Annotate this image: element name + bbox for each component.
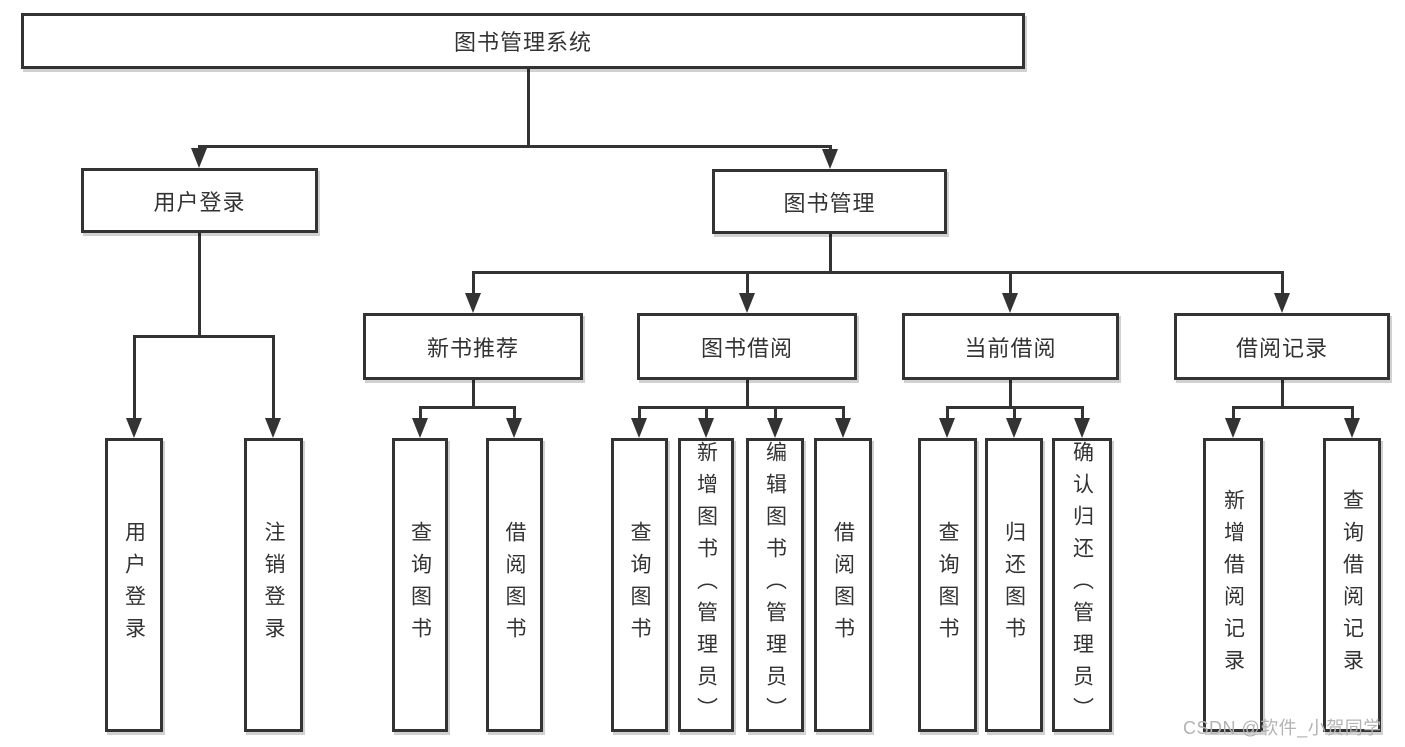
connector-line xyxy=(705,407,708,420)
node-label: 编辑图书（管理员） xyxy=(763,441,787,729)
connector-arrow-icon xyxy=(698,418,714,438)
connector-line xyxy=(272,336,275,420)
node-label: 图书管理 xyxy=(783,190,876,216)
connector-line xyxy=(1281,380,1284,407)
node-leaf-query-borrow-record: 查询借阅记录 xyxy=(1323,438,1381,732)
node-label: 注销登录 xyxy=(262,521,285,649)
connector-line xyxy=(1009,272,1012,295)
node-leaf-confirm-return-admin: 确认归还（管理员） xyxy=(1052,438,1112,732)
connector-line xyxy=(527,69,530,146)
connector-line xyxy=(1351,407,1354,420)
node-label: 新增图书（管理员） xyxy=(694,441,718,729)
node-leaf-user-login: 用户登录 xyxy=(105,438,163,732)
node-label: 用户登录 xyxy=(153,189,246,215)
connector-line xyxy=(829,146,832,151)
connector-line xyxy=(133,335,275,338)
connector-line xyxy=(472,272,475,295)
node-label: 查询图书 xyxy=(628,521,651,649)
node-leaf-query-books-borrow: 查询图书 xyxy=(611,438,668,732)
connector-line xyxy=(198,233,201,336)
node-label: 查询图书 xyxy=(408,521,432,649)
connector-line xyxy=(638,406,845,409)
node-user-login-module: 用户登录 xyxy=(81,168,318,233)
connector-line xyxy=(1232,407,1235,420)
connector-line xyxy=(419,407,422,420)
connector-line xyxy=(472,271,1284,274)
node-label: 确认归还（管理员） xyxy=(1070,441,1094,729)
node-leaf-query-books-recommend: 查询图书 xyxy=(392,438,448,732)
node-new-book-recommendation: 新书推荐 xyxy=(363,313,583,380)
node-borrowing-records: 借阅记录 xyxy=(1174,313,1390,380)
node-book-management-module: 图书管理 xyxy=(712,169,947,234)
connector-arrow-icon xyxy=(1274,293,1290,313)
node-book-borrowing: 图书借阅 xyxy=(637,313,857,380)
watermark: CSDN @软件_小贺同学 xyxy=(1183,718,1382,738)
connector-line xyxy=(1013,407,1016,420)
connector-line xyxy=(1232,406,1354,409)
node-label: 归还图书 xyxy=(1002,521,1026,649)
node-leaf-add-borrow-record: 新增借阅记录 xyxy=(1203,438,1263,732)
node-label: 新增借阅记录 xyxy=(1221,489,1245,681)
node-leaf-borrow-books-recommend: 借阅图书 xyxy=(486,438,543,732)
connector-line xyxy=(746,272,749,295)
node-leaf-borrow-books: 借阅图书 xyxy=(814,438,872,732)
connector-arrow-icon xyxy=(631,418,647,438)
node-label: 借阅图书 xyxy=(831,521,855,649)
connector-line xyxy=(513,407,516,420)
connector-arrow-icon xyxy=(412,418,428,438)
connector-line xyxy=(829,234,832,272)
connector-arrow-icon xyxy=(465,293,481,313)
connector-line xyxy=(419,406,516,409)
connector-arrow-icon xyxy=(1002,293,1018,313)
connector-line xyxy=(133,336,136,420)
connector-arrow-icon xyxy=(1074,418,1090,438)
node-leaf-logout: 注销登录 xyxy=(244,438,303,732)
connector-line xyxy=(774,407,777,420)
connector-line xyxy=(842,407,845,420)
connector-arrow-icon xyxy=(1344,418,1360,438)
connector-line xyxy=(1081,407,1084,420)
connector-arrow-icon xyxy=(939,418,955,438)
node-leaf-add-books-admin: 新增图书（管理员） xyxy=(678,438,734,732)
node-label: 借阅记录 xyxy=(1235,335,1328,361)
connector-arrow-icon xyxy=(767,418,783,438)
node-label: 当前借阅 xyxy=(964,335,1057,361)
connector-line xyxy=(1009,380,1012,407)
connector-line xyxy=(638,407,641,420)
connector-line xyxy=(1281,272,1284,295)
connector-arrow-icon xyxy=(739,293,755,313)
connector-arrow-icon xyxy=(1006,418,1022,438)
node-label: 借阅图书 xyxy=(503,521,526,649)
connector-line xyxy=(746,380,749,407)
node-label: 新书推荐 xyxy=(426,335,519,361)
connector-arrow-icon xyxy=(126,418,142,438)
connector-line xyxy=(946,407,949,420)
connector-line xyxy=(198,145,832,148)
connector-arrow-icon xyxy=(835,418,851,438)
connector-line xyxy=(472,380,475,407)
node-library-management-system: 图书管理系统 xyxy=(21,13,1025,69)
connector-arrow-icon xyxy=(191,148,207,168)
node-leaf-query-books-current: 查询图书 xyxy=(918,438,977,732)
connector-arrow-icon xyxy=(506,418,522,438)
connector-arrow-icon xyxy=(1225,418,1241,438)
node-label: 用户登录 xyxy=(122,521,146,649)
node-label: 查询借阅记录 xyxy=(1340,489,1364,681)
connector-arrow-icon xyxy=(822,149,838,169)
node-label: 查询图书 xyxy=(936,521,959,649)
node-leaf-return-books: 归还图书 xyxy=(985,438,1043,732)
node-leaf-edit-books-admin: 编辑图书（管理员） xyxy=(746,438,804,732)
node-label: 图书借阅 xyxy=(700,335,793,361)
node-current-borrowing: 当前借阅 xyxy=(902,313,1119,380)
connector-arrow-icon xyxy=(265,418,281,438)
node-label: 图书管理系统 xyxy=(453,30,592,55)
